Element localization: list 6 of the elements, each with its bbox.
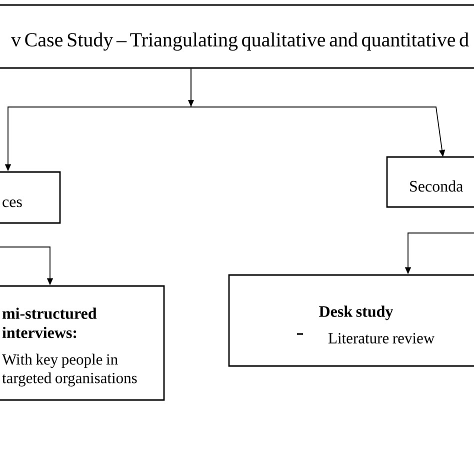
process-box: Seconda [386, 156, 474, 208]
process-box: mi-structured interviews: With key people in targeted organisations [0, 285, 165, 401]
arrowhead [188, 100, 194, 107]
title-box: v Case Study – Triangulating qualitative and quantitative d [0, 4, 474, 69]
process-box: ces [0, 171, 61, 224]
process-box: Desk study Literature review [228, 274, 474, 367]
